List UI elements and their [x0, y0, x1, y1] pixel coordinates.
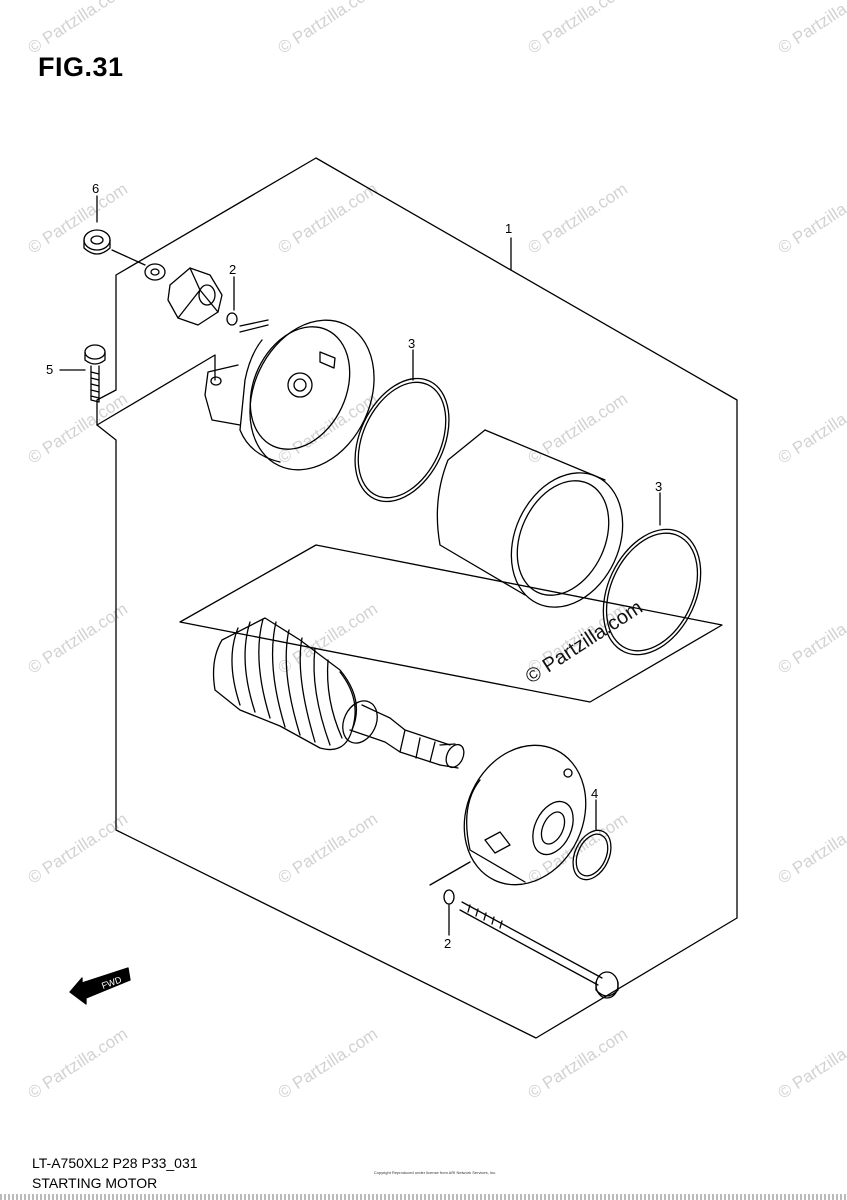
leader-6b [111, 249, 146, 266]
nut-6 [83, 229, 111, 255]
terminal-cap [167, 267, 223, 326]
o-ring-3a [354, 377, 450, 503]
o-ring-4 [572, 829, 612, 881]
armature-panel [179, 544, 723, 703]
callout-2a: 2 [229, 262, 237, 277]
washer-small [144, 263, 166, 281]
callout-2b: 2 [444, 936, 452, 951]
bolt-5 [84, 344, 106, 403]
callout-4: 4 [591, 786, 599, 801]
figure-title: FIG.31 [38, 52, 124, 82]
callout-1: 1 [505, 221, 513, 236]
rear-end-cover [463, 744, 587, 886]
model-code: LT-A750XL2 P28 P33_031 [32, 1155, 198, 1171]
yoke-housing [436, 429, 624, 608]
o-ring-2a [226, 312, 238, 326]
assembly-outline [96, 157, 738, 1039]
armature [212, 617, 465, 769]
end-cover-panel [429, 861, 471, 886]
callout-6: 6 [92, 181, 100, 196]
callout-5: 5 [46, 362, 54, 377]
bottom-border-strip [0, 1194, 847, 1200]
bolt-bracket-lines [96, 354, 216, 426]
forward-arrow-icon [69, 967, 131, 1005]
front-housing [204, 319, 375, 471]
callout-3b: 3 [655, 479, 663, 494]
copyright-fine-print: Copyright Reproduced under license from … [373, 1170, 497, 1175]
diagram-subtitle: STARTING MOTOR [32, 1175, 158, 1191]
o-ring-3b [602, 528, 702, 656]
through-bolt [459, 901, 619, 999]
o-ring-2b [443, 889, 455, 905]
callout-3a: 3 [408, 336, 416, 351]
